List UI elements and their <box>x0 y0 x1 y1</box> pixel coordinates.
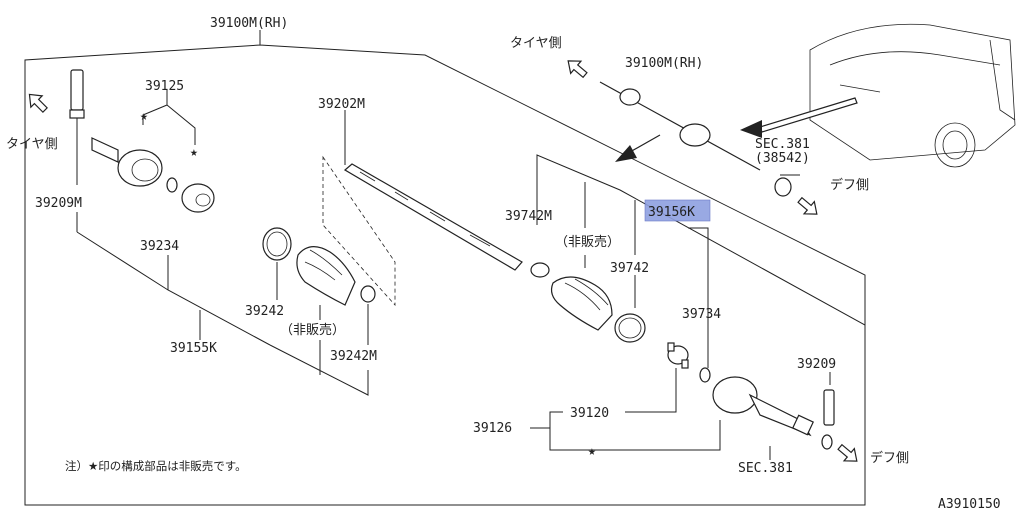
label-sec381-top[interactable]: SEC.381 <box>755 137 810 152</box>
label-not-sold-outer: （非販売） <box>280 322 345 338</box>
boot-band-small[interactable] <box>360 285 376 303</box>
label-diff-side-top: デフ側 <box>830 177 869 193</box>
inner-band-large[interactable] <box>614 313 646 343</box>
inner-band-small[interactable] <box>530 262 550 278</box>
label-boot-kit-outer[interactable]: 39155K <box>170 341 217 356</box>
vehicle-overview <box>599 23 1016 197</box>
drive-shaft[interactable] <box>343 110 523 271</box>
star-mark: ★ <box>140 109 148 124</box>
label-assembly-rh-top[interactable]: 39100M(RH) <box>625 56 703 71</box>
selected-part-highlight <box>644 199 711 222</box>
inner-joint-group: ★ <box>530 227 835 460</box>
label-snap-ring[interactable]: 39234 <box>140 239 179 254</box>
direction-arrows <box>28 60 858 462</box>
inner-stub[interactable] <box>823 389 835 426</box>
star-mark: ★ <box>190 145 198 160</box>
arrow-diff-bottom <box>837 443 858 462</box>
outer-boot[interactable] <box>296 246 356 306</box>
label-sec381-bottom[interactable]: SEC.381 <box>738 461 793 476</box>
boot-band-large[interactable] <box>262 227 292 261</box>
label-outer-joint[interactable]: 39209M <box>35 196 82 211</box>
inner-joint-housing[interactable] <box>712 376 815 437</box>
label-band-inner2[interactable]: 39742 <box>610 261 649 276</box>
footnote: 注）★印の構成部品は非販売です。 <box>65 459 247 473</box>
figure-id: A3910150 <box>938 497 1001 510</box>
label-diff-side-bottom: デフ側 <box>870 450 909 466</box>
arrow-tire-top <box>567 60 588 79</box>
exploded-frame <box>24 30 866 506</box>
arrow-tire-left <box>28 93 48 113</box>
outer-boot-group <box>262 155 396 345</box>
label-shaft[interactable]: 39202M <box>318 97 365 112</box>
outer-joint-stub[interactable] <box>69 69 85 119</box>
inner-seal-ring[interactable] <box>821 434 833 450</box>
arrow-diff-top <box>797 196 818 215</box>
outer-joint-housing[interactable] <box>91 137 163 187</box>
label-housing[interactable]: 39126 <box>473 421 512 436</box>
spider-tripod[interactable] <box>667 342 689 369</box>
label-joint-kit-outer[interactable]: 39125 <box>145 79 184 94</box>
outer-joint-group: ★ ★ <box>69 69 215 232</box>
inner-boot[interactable] <box>550 276 613 331</box>
label-boot-kit-inner[interactable]: 39156K <box>648 205 695 220</box>
star-mark: ★ <box>588 444 596 459</box>
outer-cage-bearing[interactable] <box>181 183 215 213</box>
label-tire-side-left: タイヤ側 <box>6 137 58 152</box>
label-band-small[interactable]: 39242M <box>330 349 377 364</box>
overview-shaft[interactable] <box>599 81 792 197</box>
label-spider[interactable]: 39120 <box>570 406 609 421</box>
label-band-inner[interactable]: 39742M <box>505 209 552 224</box>
outer-snap-ring[interactable] <box>166 177 178 193</box>
label-sec381-paren: (38542) <box>755 151 810 166</box>
inner-boot-group <box>530 154 866 490</box>
label-inner-joint[interactable]: 39209 <box>797 357 836 372</box>
label-circlip[interactable]: 39734 <box>682 307 721 322</box>
label-assembly-rh[interactable]: 39100M(RH) <box>210 16 288 31</box>
inner-circlip[interactable] <box>699 367 711 383</box>
label-band-large[interactable]: 39242 <box>245 304 284 319</box>
label-not-sold-inner: （非販売） <box>555 234 620 250</box>
label-tire-side-top: タイヤ側 <box>510 36 562 51</box>
